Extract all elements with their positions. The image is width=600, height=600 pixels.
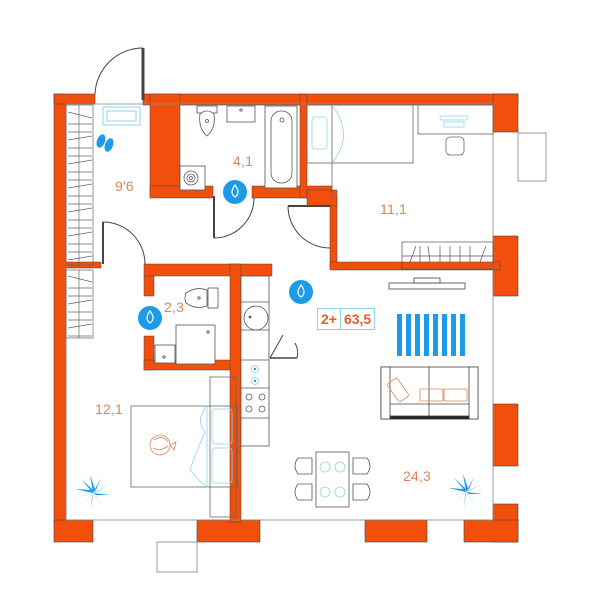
area-label-small-bedroom: 11,1	[380, 201, 408, 217]
water-drop-icon	[289, 280, 313, 304]
slippers-icon	[96, 134, 114, 152]
room-count: 2+	[321, 311, 337, 327]
plant-icon	[75, 474, 483, 509]
wardrobe-small-bedroom	[401, 241, 494, 270]
kitchen-counter	[240, 275, 270, 447]
area-label-hallway: 9'6	[115, 178, 134, 194]
wc-fixtures	[154, 287, 219, 365]
wardrobe	[65, 104, 94, 339]
bathroom-fixtures	[179, 105, 298, 191]
area-label-wc: 2,3	[164, 299, 185, 315]
area-label-bedroom: 12,1	[95, 401, 124, 417]
tv-stand	[388, 277, 466, 290]
dining-table	[294, 451, 371, 508]
water-drop-icon	[138, 306, 162, 330]
balcony-outlines	[156, 132, 547, 573]
apartment-summary-badge: 2+ 63,5	[317, 308, 376, 330]
rug	[395, 313, 468, 357]
entrance-door	[94, 47, 331, 265]
sofa	[380, 366, 479, 420]
total-area: 63,5	[339, 309, 374, 329]
doormat-icon	[102, 106, 141, 126]
desk	[417, 104, 494, 156]
water-drop-icon	[223, 180, 247, 204]
kitchen-door	[269, 334, 299, 359]
bed-single	[306, 104, 414, 198]
area-label-bathroom: 4,1	[233, 153, 254, 169]
double-bed	[130, 376, 238, 518]
area-label-living-kitchen: 24,3	[403, 468, 432, 484]
